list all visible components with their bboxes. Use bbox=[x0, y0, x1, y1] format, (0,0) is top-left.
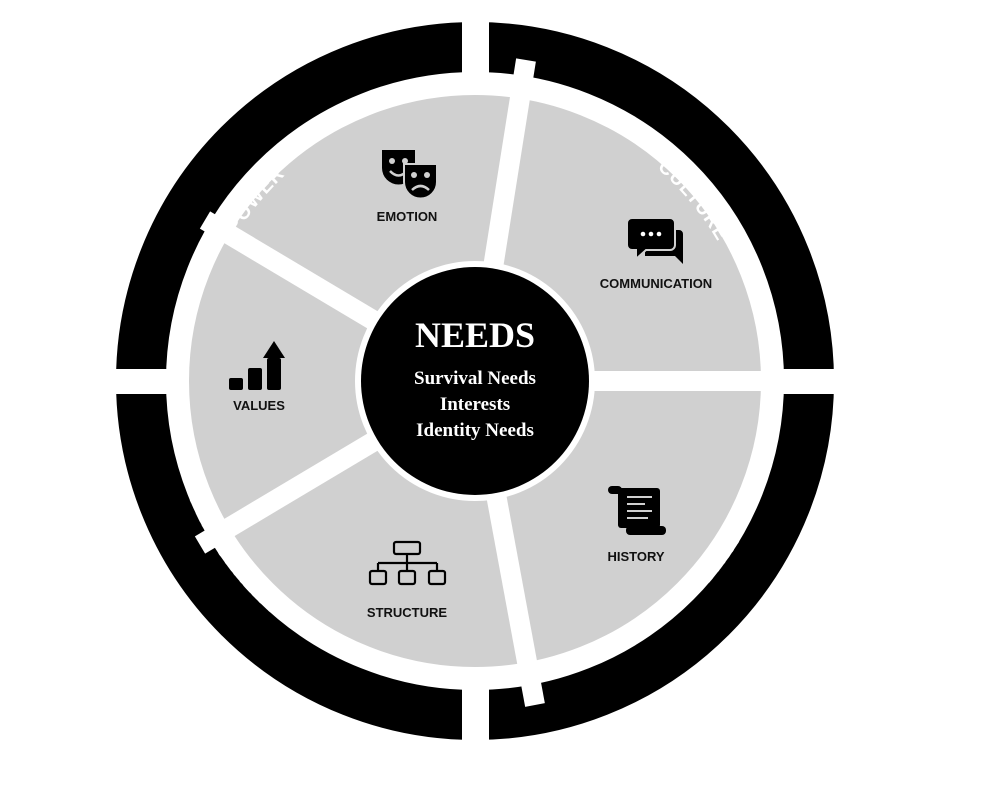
center-line-survival: Survival Needs bbox=[414, 368, 536, 389]
segment-history: HISTORY bbox=[607, 486, 666, 564]
center-title: NEEDS bbox=[415, 315, 535, 355]
segment-label-structure: STRUCTURE bbox=[367, 605, 447, 620]
segment-label-communication: COMMUNICATION bbox=[600, 276, 712, 291]
rising-bars-icon bbox=[229, 341, 285, 390]
center-line-interests: Interests bbox=[440, 394, 510, 415]
segment-structure: STRUCTURE bbox=[367, 540, 447, 620]
chat-bubbles-icon bbox=[626, 217, 683, 264]
segment-emotion: EMOTION bbox=[377, 150, 438, 224]
segment-label-history: HISTORY bbox=[607, 549, 664, 564]
segment-values: VALUES bbox=[229, 341, 285, 413]
center-circle: NEEDS Survival Needs Interests Identity … bbox=[361, 267, 589, 495]
center-line-identity: Identity Needs bbox=[416, 420, 534, 441]
segment-communication: COMMUNICATION bbox=[600, 217, 712, 291]
theater-masks-icon bbox=[382, 150, 438, 200]
org-chart-icon bbox=[368, 540, 447, 586]
segment-label-values: VALUES bbox=[233, 398, 285, 413]
segment-label-emotion: EMOTION bbox=[377, 209, 438, 224]
scroll-icon bbox=[608, 486, 666, 535]
